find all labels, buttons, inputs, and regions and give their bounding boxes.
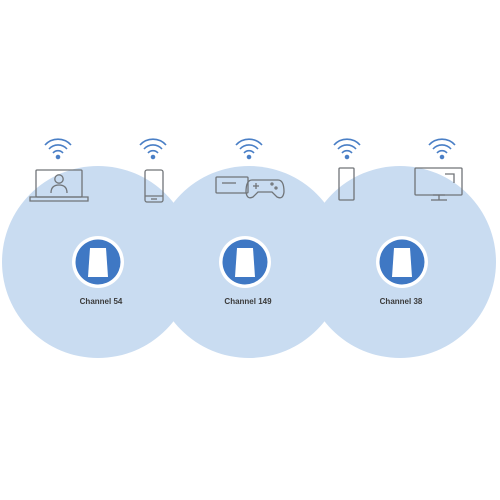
wifi-signals bbox=[44, 138, 456, 160]
gamepad-icon bbox=[245, 179, 285, 199]
mesh-router-icon bbox=[392, 248, 412, 277]
game-console-icon bbox=[215, 176, 249, 194]
mesh-router-icon bbox=[88, 248, 108, 277]
channel-label: Channel 149 bbox=[224, 297, 272, 306]
mesh-router-icon bbox=[235, 248, 255, 277]
router-node-channel-38 bbox=[376, 236, 428, 288]
wifi-signal-icon bbox=[44, 138, 72, 160]
channel-label: Channel 54 bbox=[80, 297, 123, 306]
smartphone-icon bbox=[144, 169, 164, 203]
router-node-channel-54 bbox=[72, 236, 124, 288]
tv-icon bbox=[414, 167, 463, 201]
wifi-signal-icon bbox=[235, 138, 263, 160]
smart-speaker-icon bbox=[338, 167, 355, 201]
wifi-signal-icon bbox=[139, 138, 167, 160]
wifi-signal-icon bbox=[428, 138, 456, 160]
router-node-channel-149 bbox=[219, 236, 271, 288]
channel-label: Channel 38 bbox=[380, 297, 423, 306]
laptop-icon bbox=[29, 169, 89, 202]
wifi-signal-icon bbox=[333, 138, 361, 160]
